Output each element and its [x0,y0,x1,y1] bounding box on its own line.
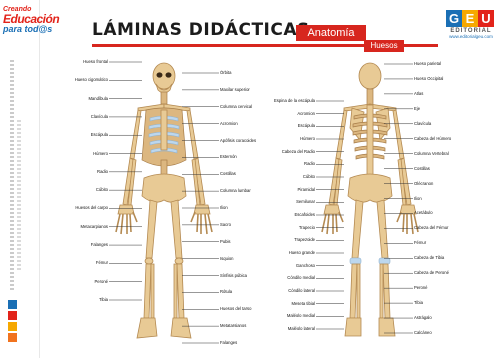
anatomy-label: Huesos del tarso [220,306,251,311]
anatomy-label: Ilion [414,196,422,201]
anatomy-label: Costillas [414,166,430,171]
anatomy-label: Metatarsianos [220,323,246,328]
anatomy-label: Cóndilo medial [287,275,315,280]
anatomy-label: Clavícula [414,121,431,126]
anatomy-label: Hueso grande [289,250,315,255]
anatomy-label: Columna Vertebral [414,151,449,156]
anatomy-label: Radio [304,161,315,166]
anatomy-label: Radio [97,169,108,174]
anatomy-label: Acetábulo [414,210,433,215]
anatomy-label: Cúbito [303,174,315,179]
anatomy-label: Escápula [298,123,315,128]
anatomy-label: Trapezoide [294,237,315,242]
anatomy-label: Sacro [220,222,231,227]
anatomy-label: Tibia [414,300,423,305]
anatomy-label: Hueso Occipital [414,76,443,81]
anatomy-label: Eje [414,106,420,111]
anatomy-label: Cóndilo lateral [288,288,315,293]
anatomy-label: Pubis [220,239,230,244]
anatomy-label: Olécranon [414,181,433,186]
anatomy-label: Cabeza de Tibia [414,255,444,260]
anatomy-label: Cúbito [96,187,108,192]
anatomy-label: Escápula [91,132,108,137]
anatomy-label: Cabeza de Peroné [414,270,449,275]
anatomy-label: Cabeza del Húmero [414,136,451,141]
anatomy-label: Trapecio [299,225,315,230]
anatomy-label: Peroné [94,279,108,284]
anatomy-label: Maléolo medial [287,313,315,318]
anatomy-label: Húmero [93,151,108,156]
anatomy-label: Esternón [220,154,237,159]
anatomy-label: Fémur [96,260,108,265]
anatomy-label: Semilunar [296,199,315,204]
anatomy-label: Rótula [220,289,232,294]
anatomy-label: Hueso frontal [83,59,108,64]
anatomy-label: Ilion [220,205,228,210]
anatomy-label: Órbita [220,70,231,75]
anatomy-label: Hueso parietal [414,61,441,66]
anatomy-label: Apófisis coracoides [220,138,256,143]
anatomy-label: Columna cervical [220,104,252,109]
anatomy-label: Clavícula [91,114,108,119]
anatomy-label: Cabeza del Fémur [414,225,448,230]
anatomy-label: Hueso cigomático [75,77,108,82]
anatomy-label: Fémur [414,240,426,245]
anatomy-label: Acromion [297,111,315,116]
anatomy-label: Falanges [220,340,237,345]
anatomy-label: Mandíbula [88,96,108,101]
anatomy-label: Cabeza del Radio [282,149,315,154]
anatomy-label: Falanges [91,242,108,247]
anatomy-label: Espina de la escápula [274,98,315,103]
anatomy-label: Ganchoso [296,263,315,268]
anatomy-label: Piramidal [298,187,315,192]
anatomy-label: Atlas [414,91,423,96]
front-skeleton [116,63,212,338]
anatomy-label: Sínfisis púbica [220,273,247,278]
anatomy-label: Calcáneo [414,330,432,335]
anatomy-label: Meseta tibial [291,301,315,306]
anatomy-label: Tibia [99,297,108,302]
anatomy-label: Columna lumbar [220,188,251,193]
anatomy-label: Peroné [414,285,428,290]
anatomy-label: Huesos del carpo [75,205,108,210]
anatomy-label: Costillas [220,171,236,176]
anatomy-label: Maléolo lateral [288,326,315,331]
anatomy-label: Metacarpianos [81,224,108,229]
anatomy-label: Escafoides [295,212,315,217]
anatomy-label: Acromion [220,121,238,126]
anatomy-label: Isquion [220,256,234,261]
anatomy-label: Húmero [300,136,315,141]
back-skeleton [322,63,418,336]
anatomy-label: Astrágalo [414,315,432,320]
anatomy-label: Maxilar superior [220,87,250,92]
